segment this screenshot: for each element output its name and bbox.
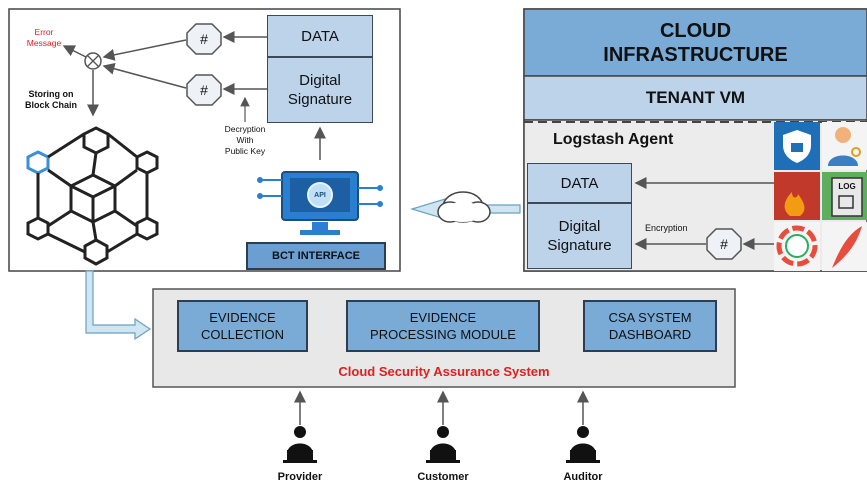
feather-icon <box>822 222 867 271</box>
bct-interface-box: BCT INTERFACE <box>246 242 386 270</box>
left-digital-signature-box: Digital Signature <box>267 57 373 123</box>
cloud-title-box <box>523 8 867 77</box>
error-message-label: Error Message <box>26 27 62 48</box>
cloud-hash-symbol: # <box>720 236 728 252</box>
provider-label: Provider <box>277 471 323 483</box>
encryption-label: Encryption <box>645 223 688 233</box>
csa-system-dashboard-box: CSA SYSTEM DASHBOARD <box>583 300 717 352</box>
hash-symbol-1: # <box>200 31 208 47</box>
evidence-processing-module-box: EVIDENCE PROCESSING MODULE <box>346 300 540 352</box>
cloud-digital-signature-box: Digital Signature <box>527 203 632 269</box>
left-data-box: DATA <box>267 15 373 57</box>
hash-symbol-2: # <box>200 82 208 98</box>
tenant-vm-box <box>523 75 867 121</box>
cloud-icon <box>437 191 491 223</box>
evidence-collection-box: EVIDENCE COLLECTION <box>177 300 308 352</box>
user-key-icon <box>822 122 867 170</box>
lock-shield-icon <box>774 122 820 170</box>
logstash-agent-label: Logstash Agent <box>553 131 674 148</box>
customer-label: Customer <box>417 471 469 483</box>
auditor-user-icon <box>566 390 600 463</box>
tenant-vm-label: TENANT VM <box>645 88 746 107</box>
hash-octagon-cloud <box>706 228 742 260</box>
provider-user-icon <box>283 390 317 463</box>
storing-on-blockchain-label: Storing on Block Chain <box>24 89 77 110</box>
auditor-label: Auditor <box>563 471 603 483</box>
blockchain-icon <box>26 126 159 266</box>
api-label: API <box>314 191 326 199</box>
customer-user-icon <box>426 390 460 463</box>
firewall-icon <box>774 172 820 220</box>
cloud-infrastructure-title: CLOUD INFRASTRUCTURE <box>603 20 788 66</box>
log-file-icon <box>822 172 867 220</box>
elbow-arrow-to-csa <box>85 270 152 341</box>
api-computer-icon <box>257 171 383 235</box>
cycle-diagram-icon <box>774 222 820 271</box>
hash-octagon-1 <box>186 23 222 55</box>
csa-system-title: Cloud Security Assurance System <box>338 363 550 379</box>
arrow-to-error <box>62 45 87 58</box>
log-icon-text: LOG <box>838 181 856 191</box>
hash-octagon-2 <box>186 74 222 106</box>
arrow-hash1-to-comparator <box>102 39 187 61</box>
arrow-hash2-to-comparator <box>102 62 187 89</box>
decryption-label: Decryption With Public Key <box>224 124 266 156</box>
cloud-data-box: DATA <box>527 163 632 203</box>
